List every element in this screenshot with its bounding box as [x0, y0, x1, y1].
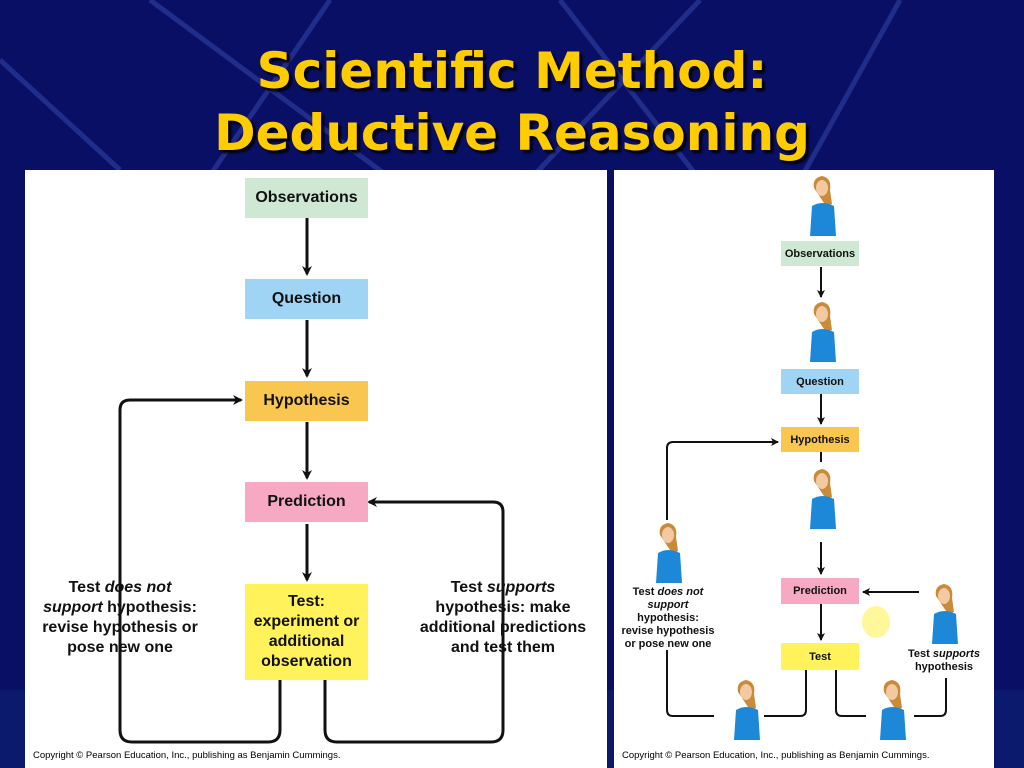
- right-prediction-box: Prediction: [781, 578, 859, 604]
- slide-title: Scientific Method: Deductive Reasoning: [0, 40, 1024, 164]
- test-line-3: additional: [268, 633, 345, 650]
- test-line-2: experiment or: [253, 613, 360, 630]
- hypothesis-box: Hypothesis: [245, 381, 368, 421]
- test-box: Test: experiment or additional observati…: [245, 584, 368, 680]
- right-not-support-caption: Test does not support hypothesis: revise…: [621, 586, 715, 650]
- test-line-1: Test:: [287, 593, 326, 610]
- test-line-4: observation: [261, 653, 352, 670]
- right-hypothesis-box: Hypothesis: [781, 427, 859, 452]
- left-flow-arrows: [118, 218, 505, 744]
- right-supports-caption: Test supports hypothesis: [908, 648, 980, 673]
- right-flow-arrows: [656, 176, 958, 740]
- observations-box: Observations: [245, 178, 368, 218]
- left-copyright: Copyright © Pearson Education, Inc., pub…: [33, 750, 341, 761]
- not-support-caption: Test does not support hypothesis: revise…: [42, 579, 198, 656]
- title-line-2: Deductive Reasoning: [214, 104, 810, 162]
- supports-caption: Test supports hypothesis: make additiona…: [419, 579, 587, 656]
- right-observations-box: Observations: [781, 241, 859, 266]
- prediction-box: Prediction: [245, 482, 368, 522]
- right-copyright: Copyright © Pearson Education, Inc., pub…: [622, 750, 930, 761]
- right-question-box: Question: [781, 369, 859, 394]
- question-box: Question: [245, 279, 368, 319]
- right-flowchart-panel: Observations Question Hypothesis Predict…: [614, 170, 994, 768]
- left-flowchart-panel: Observations Question Hypothesis Predict…: [25, 170, 607, 768]
- title-line-1: Scientific Method:: [256, 42, 768, 100]
- right-test-box: Test: [781, 643, 859, 670]
